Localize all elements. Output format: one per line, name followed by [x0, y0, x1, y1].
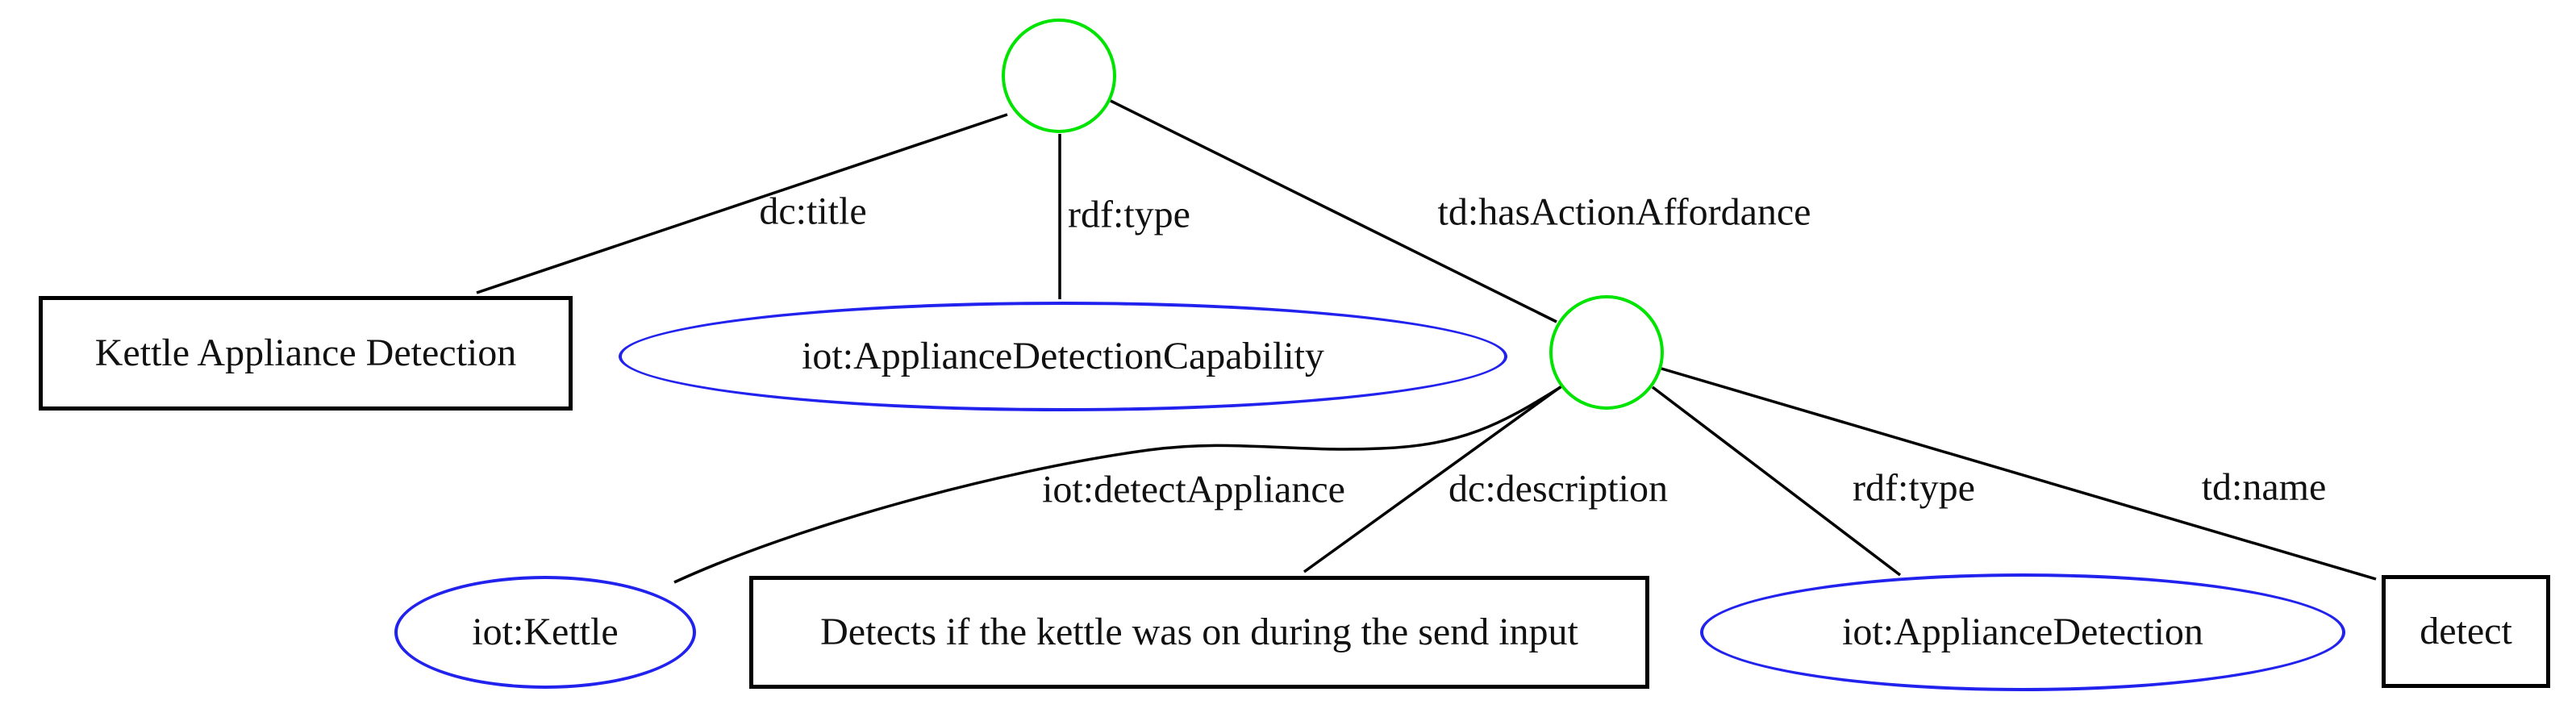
node-name-literal-label: detect	[2420, 609, 2512, 652]
node-appliance-detection-capability: iot:ApplianceDetectionCapability	[619, 302, 1507, 411]
edge-td-has-action-affordance	[1110, 99, 1557, 323]
edge-iot-detect-appliance	[673, 386, 1561, 584]
node-iot-appliance-detection-label: iot:ApplianceDetection	[1842, 610, 2203, 653]
blank-node-thing	[1002, 19, 1116, 133]
node-iot-kettle: iot:Kettle	[394, 576, 696, 689]
node-appliance-detection-capability-label: iot:ApplianceDetectionCapability	[802, 334, 1324, 377]
edge-td-name	[1661, 367, 2377, 581]
edge-dc-description	[1303, 385, 1563, 573]
edge-label-rdf-type-bottom: rdf:type	[1853, 466, 1975, 510]
edge-label-td-name: td:name	[2201, 465, 2327, 509]
node-description-literal: Detects if the kettle was on during the …	[749, 576, 1649, 689]
node-name-literal: detect	[2382, 575, 2550, 688]
node-iot-kettle-label: iot:Kettle	[472, 610, 619, 653]
node-iot-appliance-detection: iot:ApplianceDetection	[1700, 573, 2345, 691]
edge-dc-title	[476, 113, 1008, 294]
edge-rdf-type-bottom	[1651, 386, 1902, 577]
blank-node-action	[1549, 295, 1664, 410]
edge-label-dc-description: dc:description	[1448, 467, 1668, 511]
edge-label-rdf-type-top: rdf:type	[1068, 193, 1190, 236]
edge-label-dc-title: dc:title	[759, 190, 867, 233]
node-title-literal-label: Kettle Appliance Detection	[94, 331, 517, 374]
edge-label-td-has-action-affordance: td:hasActionAffordance	[1437, 190, 1811, 234]
edge-label-iot-detect-appliance: iot:detectAppliance	[1042, 468, 1345, 511]
node-description-literal-label: Detects if the kettle was on during the …	[820, 610, 1578, 653]
node-title-literal: Kettle Appliance Detection	[39, 296, 573, 411]
